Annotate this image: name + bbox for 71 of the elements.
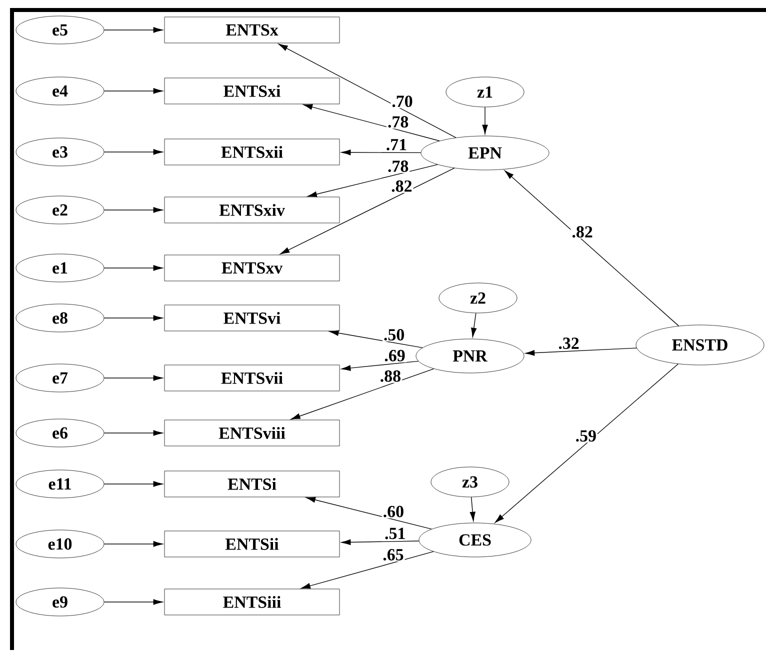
edge-label: .51 (384, 526, 407, 540)
indicator-box: ENTSx (164, 16, 340, 44)
ellipse-node: EPN (420, 136, 550, 170)
ellipse-node: z1 (446, 76, 524, 108)
arrow (494, 364, 678, 523)
arrow (104, 27, 163, 33)
ellipse-node: CES (418, 522, 532, 558)
arrow (504, 170, 680, 326)
indicator-box: ENTSxi (164, 78, 340, 104)
edge-label: .82 (390, 179, 414, 193)
edge-label: .69 (383, 348, 406, 362)
indicator-box: ENTSviii (164, 420, 340, 446)
ellipse-node: e11 (16, 470, 104, 498)
ellipse-node: z2 (438, 282, 518, 314)
indicator-box: ENTSii (164, 530, 340, 558)
indicator-box: ENTSxii (164, 138, 340, 166)
edge-label: .78 (386, 160, 410, 174)
arrow (278, 44, 456, 138)
ellipse-node: e10 (16, 530, 104, 558)
arrow (104, 541, 163, 547)
ellipse-node: e8 (16, 304, 104, 332)
ellipse-node: e4 (16, 76, 104, 106)
arrow (329, 330, 423, 348)
ellipse-node: e3 (16, 138, 104, 166)
arrow (104, 375, 163, 381)
indicator-box: ENTSvi (164, 304, 340, 332)
edge-label: .65 (382, 548, 405, 562)
arrow (341, 360, 419, 371)
ellipse-node: e5 (16, 16, 104, 44)
indicator-box: ENTSiii (164, 588, 340, 616)
arrow (104, 481, 163, 487)
edge-label: .70 (390, 94, 414, 108)
arrow (341, 539, 420, 546)
arrow (471, 312, 477, 338)
ellipse-node: e7 (16, 364, 104, 392)
arrow (104, 149, 163, 155)
edge-label: .88 (378, 369, 402, 383)
edge-label: .50 (382, 328, 406, 342)
ellipse-node: e1 (16, 254, 104, 282)
arrow (104, 265, 163, 271)
arrow (280, 168, 455, 254)
arrow (303, 104, 440, 142)
indicator-box: ENTSvii (164, 364, 340, 392)
edge-label: .59 (574, 429, 598, 443)
arrow (470, 496, 476, 522)
arrow (301, 551, 434, 589)
arrow (104, 430, 163, 436)
arrow (341, 150, 422, 156)
arrow (104, 207, 163, 213)
arrow (104, 88, 163, 94)
arrow (104, 599, 163, 605)
arrow (290, 368, 434, 420)
arrow (306, 497, 432, 530)
edge-label: .71 (384, 138, 408, 152)
edge-label: .78 (386, 115, 410, 129)
indicator-box: ENTSi (164, 470, 340, 498)
arrow (482, 106, 488, 134)
ellipse-node: z3 (430, 466, 510, 498)
edge-label: .82 (570, 225, 594, 239)
edge-label: .60 (382, 504, 406, 518)
arrow (307, 164, 438, 197)
ellipse-node: e6 (16, 418, 104, 448)
edge-label: .32 (557, 336, 580, 350)
ellipse-node: e2 (16, 196, 104, 224)
ellipse-node: ENSTD (636, 324, 764, 366)
ellipse-node: e9 (16, 588, 104, 616)
ellipse-node: PNR (416, 338, 524, 374)
indicator-box: ENTSxiv (164, 196, 340, 224)
arrow (525, 348, 637, 356)
arrow (104, 315, 163, 321)
indicator-box: ENTSxv (164, 254, 340, 282)
